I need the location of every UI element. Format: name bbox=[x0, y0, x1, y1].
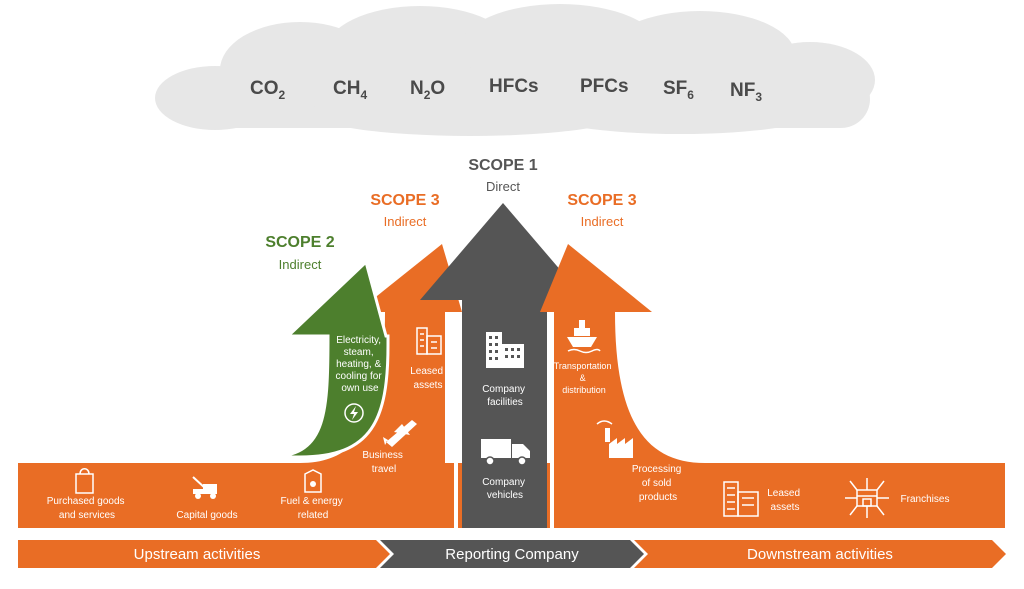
item-label: Capital goods bbox=[176, 510, 237, 521]
item-label: Company vehicles bbox=[482, 477, 528, 501]
building-icon bbox=[416, 327, 442, 355]
upstream-item-purchased-goods: Purchased goods and services bbox=[47, 468, 128, 521]
scope2-subtitle: Indirect bbox=[279, 257, 322, 272]
building-icon bbox=[486, 332, 524, 368]
upstream-chevron bbox=[18, 540, 390, 568]
upstream-item-business-travel: Business travel bbox=[362, 420, 417, 475]
downstream-item-processing: Processing of sold products bbox=[596, 420, 684, 503]
scope3-downstream-arrow bbox=[540, 244, 760, 528]
airplane-icon bbox=[383, 420, 417, 447]
shopping-bag-icon bbox=[75, 468, 94, 494]
tow-truck-icon bbox=[192, 476, 217, 499]
lightning-icon bbox=[344, 403, 364, 423]
gas-co2: CO2 bbox=[250, 78, 286, 102]
gas-pfcs: PFCs bbox=[580, 76, 629, 97]
gas-hfcs: HFCs bbox=[489, 76, 539, 97]
franchise-store-icon bbox=[845, 478, 889, 518]
upstream-label: Upstream activities bbox=[134, 546, 261, 563]
downstream-label: Downstream activities bbox=[747, 546, 893, 563]
reporting-chevron bbox=[380, 540, 644, 568]
fuel-can-icon bbox=[304, 469, 322, 493]
item-label: Leased assets bbox=[410, 366, 446, 391]
activity-stage-bar: Upstream activities Reporting Company Do… bbox=[18, 540, 1006, 568]
item-label: Electricity, steam, heating, & cooling f… bbox=[336, 335, 385, 394]
upstream-item-fuel-energy: Fuel & energy related bbox=[280, 469, 345, 521]
gas-sf6: SF6 bbox=[663, 78, 694, 102]
upstream-item-leased-assets: Leased assets bbox=[410, 327, 446, 391]
scope3-downstream-title: SCOPE 3 bbox=[567, 192, 636, 209]
downstream-chevron bbox=[634, 540, 1006, 568]
scope3-upstream-title: SCOPE 3 bbox=[370, 192, 439, 209]
item-label: Processing of sold products bbox=[632, 464, 684, 503]
scope3-downstream-subtitle: Indirect bbox=[581, 214, 624, 229]
downstream-item-transportation: Transportation & distribution bbox=[554, 320, 614, 395]
scope1-item-vehicles: Company vehicles bbox=[481, 439, 530, 501]
upstream-item-capital-goods: Capital goods bbox=[176, 476, 238, 521]
ship-icon bbox=[567, 320, 601, 354]
greenhouse-gases: CO2 CH4 N2O HFCs PFCs SF6 NF3 bbox=[250, 76, 762, 104]
gas-ch4: CH4 bbox=[333, 78, 367, 102]
building-icon bbox=[723, 481, 759, 517]
item-label: Transportation & distribution bbox=[554, 361, 614, 395]
truck-icon bbox=[481, 439, 530, 466]
reporting-label: Reporting Company bbox=[445, 546, 579, 563]
item-label: Leased assets bbox=[767, 488, 803, 513]
scope2-item: Electricity, steam, heating, & cooling f… bbox=[336, 335, 385, 423]
downstream-item-leased-assets: Leased assets bbox=[723, 481, 803, 517]
scope3-upstream-arrow bbox=[250, 244, 462, 528]
scope3-upstream-subtitle: Indirect bbox=[384, 214, 427, 229]
scope2-arrow bbox=[267, 259, 390, 459]
item-label: Franchises bbox=[901, 494, 950, 505]
scope1-item-facilities: Company facilities bbox=[482, 332, 528, 408]
item-label: Fuel & energy related bbox=[280, 496, 345, 521]
item-label: Company facilities bbox=[482, 384, 528, 408]
gas-nf3: NF3 bbox=[730, 80, 762, 104]
scope1-subtitle: Direct bbox=[486, 179, 520, 194]
downstream-item-franchises: Franchises bbox=[845, 478, 949, 518]
scope2-title: SCOPE 2 bbox=[265, 234, 334, 251]
cloud-shape bbox=[155, 4, 875, 136]
scope1-title: SCOPE 1 bbox=[468, 157, 537, 174]
gas-n2o: N2O bbox=[410, 78, 445, 102]
item-label: Business travel bbox=[362, 450, 405, 475]
item-label: Purchased goods and services bbox=[47, 496, 128, 521]
factory-icon bbox=[596, 420, 633, 458]
